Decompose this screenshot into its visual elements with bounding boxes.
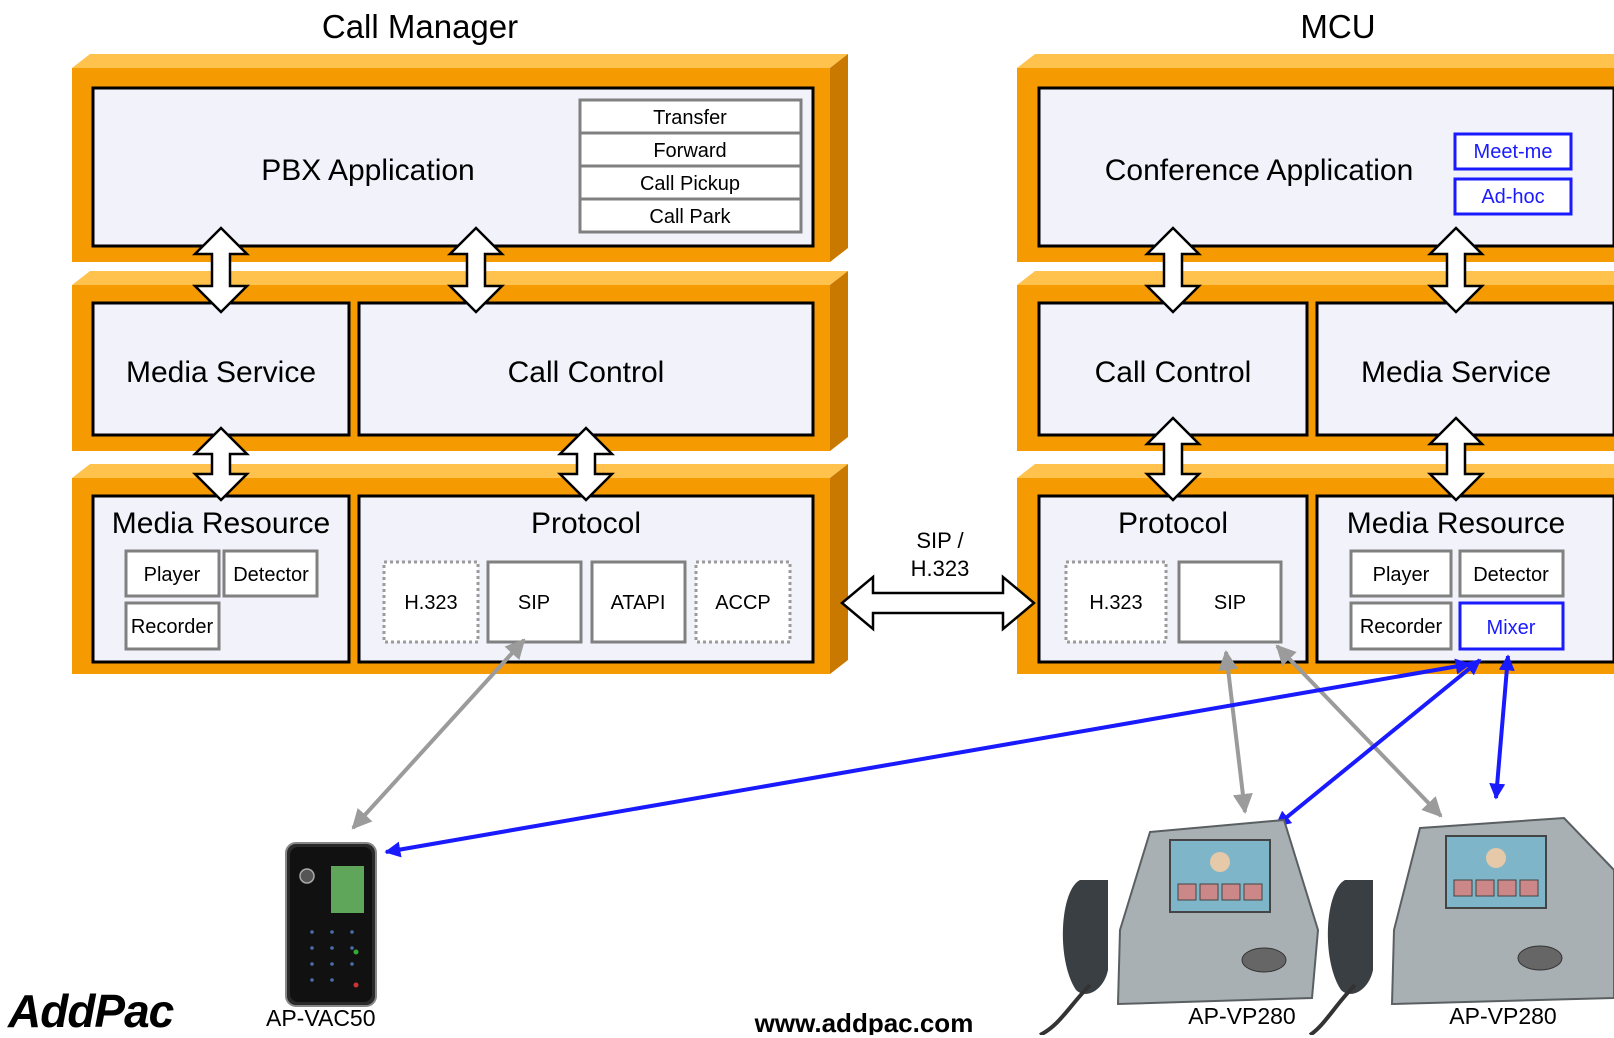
line-mixer-to-vp2 (1489, 654, 1515, 800)
vp280-label-2: AP-VP280 (1449, 1003, 1556, 1029)
media-service-label: Media Service (126, 356, 316, 389)
mcu-sip-label: SIP (1214, 592, 1246, 614)
mcu-call-control-panel: Call Control (1037, 301, 1309, 437)
link-label-line2: H.323 (911, 556, 970, 581)
player-label: Player (144, 564, 201, 586)
call-control-label: Call Control (508, 356, 665, 389)
feature-transfer: Transfer (653, 107, 727, 129)
media-resource-panel: Media Resource Player Detector Recorder (91, 494, 351, 664)
detector-label: Detector (233, 564, 309, 586)
double-arrow-5 (1143, 226, 1203, 314)
sip-h323-link-arrow (840, 574, 1036, 632)
double-arrow-7 (1143, 416, 1203, 502)
double-arrow-6 (1426, 226, 1486, 314)
video-screen-2 (1445, 835, 1547, 909)
mixer-label: Mixer (1487, 617, 1536, 639)
protocol-panel: Protocol H.323 SIP ATAPI ACCP (357, 494, 815, 664)
camera-icon (299, 868, 315, 884)
ap-vac50-device (285, 842, 377, 1007)
blue-media-lines (384, 654, 1515, 858)
mcu-recorder-label: Recorder (1360, 616, 1443, 638)
atapi-label: ATAPI (611, 592, 666, 614)
mcu-media-service-panel: Media Service (1315, 301, 1614, 437)
device-screen (331, 866, 364, 913)
double-arrow-2 (446, 226, 506, 314)
mcu-protocol-label: Protocol (1118, 507, 1228, 540)
nav-key-2 (1517, 945, 1563, 971)
conference-application-label: Conference Application (1105, 154, 1414, 187)
website-url: www.addpac.com (754, 1008, 974, 1035)
h323-label: H.323 (404, 592, 457, 614)
nav-key (1241, 947, 1287, 973)
ad-hoc-label: Ad-hoc (1481, 186, 1544, 208)
mcu-player-label: Player (1373, 564, 1430, 586)
pbx-application-panel: PBX Application Transfer Forward Call Pi… (91, 86, 815, 248)
sip-label: SIP (518, 592, 550, 614)
line-mixer-to-vp1 (1274, 658, 1482, 828)
feature-call-pickup: Call Pickup (640, 173, 740, 195)
interlayer-arrows (191, 226, 1486, 502)
recorder-label: Recorder (131, 616, 214, 638)
video-screen (1169, 839, 1271, 913)
double-arrow-3 (191, 426, 251, 502)
addpac-logo: AddPac (8, 985, 174, 1037)
line-mixer-to-vac (384, 658, 1472, 858)
conference-application-panel: Conference Application Meet-me Ad-hoc (1037, 86, 1614, 248)
feature-forward: Forward (653, 140, 726, 162)
call-control-panel: Call Control (357, 301, 815, 437)
mcu-detector-label: Detector (1473, 564, 1549, 586)
mcu-protocol-panel: Protocol H.323 SIP (1037, 494, 1309, 664)
protocol-label: Protocol (531, 507, 641, 540)
double-arrow-4 (556, 426, 616, 502)
double-arrow-1 (191, 226, 251, 314)
line-mcusip-to-vp1 (1218, 650, 1253, 814)
link-label-line1: SIP / (916, 528, 964, 553)
media-service-panel: Media Service (91, 301, 351, 437)
mcu-media-service-label: Media Service (1361, 356, 1551, 389)
mcu-call-control-label: Call Control (1095, 356, 1252, 389)
media-resource-label: Media Resource (112, 507, 330, 540)
vp280-label-1: AP-VP280 (1188, 1003, 1295, 1029)
mcu-media-resource-panel: Media Resource Player Detector Recorder … (1315, 494, 1614, 664)
ap-vp280-device-2 (1308, 816, 1614, 1035)
accp-label: ACCP (715, 592, 771, 614)
meet-me-label: Meet-me (1474, 141, 1553, 163)
pbx-application-label: PBX Application (261, 154, 474, 187)
mcu-media-resource-label: Media Resource (1347, 507, 1565, 540)
double-arrow-8 (1426, 416, 1486, 502)
mcu-h323-label: H.323 (1089, 592, 1142, 614)
mcu-title: MCU (1300, 8, 1375, 45)
feature-call-park: Call Park (649, 206, 731, 228)
ap-vp280-device-1 (1039, 818, 1320, 1035)
feature-list: Transfer Forward Call Pickup Call Park (578, 98, 803, 234)
vac50-label: AP-VAC50 (266, 1005, 376, 1031)
call-manager-title: Call Manager (322, 8, 518, 45)
